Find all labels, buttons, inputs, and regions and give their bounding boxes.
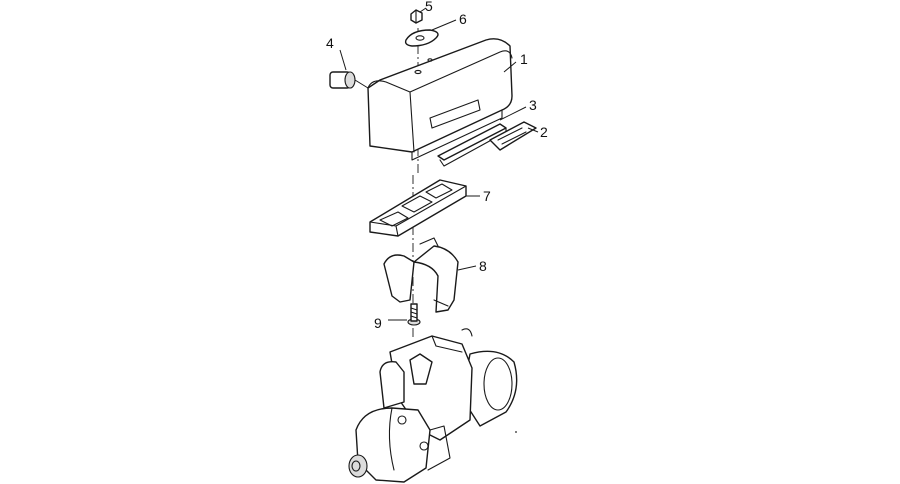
svg-text:8: 8	[479, 258, 487, 274]
callout-6: 6	[431, 11, 467, 31]
svg-text:1: 1	[520, 51, 528, 67]
part-2-tag	[489, 121, 537, 151]
callout-2: 2	[527, 124, 548, 140]
svg-text:4: 4	[326, 35, 334, 51]
callout-4: 4	[326, 35, 347, 71]
part-5-nut	[410, 9, 423, 24]
callout-9: 9	[374, 315, 407, 331]
svg-text:2: 2	[540, 124, 548, 140]
starter-motor	[348, 328, 518, 483]
part-6-washer	[404, 29, 439, 47]
part-1-cover	[367, 38, 513, 161]
part-4-cap	[329, 71, 369, 89]
svg-text:7: 7	[483, 188, 491, 204]
part-9-screw	[407, 303, 421, 326]
part-8-clamp	[383, 237, 459, 313]
callout-7: 7	[466, 188, 491, 204]
callout-1: 1	[503, 51, 528, 73]
part-7-pad	[369, 179, 467, 237]
svg-text:5: 5	[425, 0, 433, 14]
svg-text:3: 3	[529, 97, 537, 113]
part-3-strip	[437, 123, 507, 167]
callout-3: 3	[499, 97, 537, 121]
print-dot	[515, 431, 517, 433]
callout-5: 5	[419, 0, 433, 14]
svg-text:9: 9	[374, 315, 382, 331]
callout-8: 8	[457, 258, 487, 274]
svg-text:6: 6	[459, 11, 467, 27]
